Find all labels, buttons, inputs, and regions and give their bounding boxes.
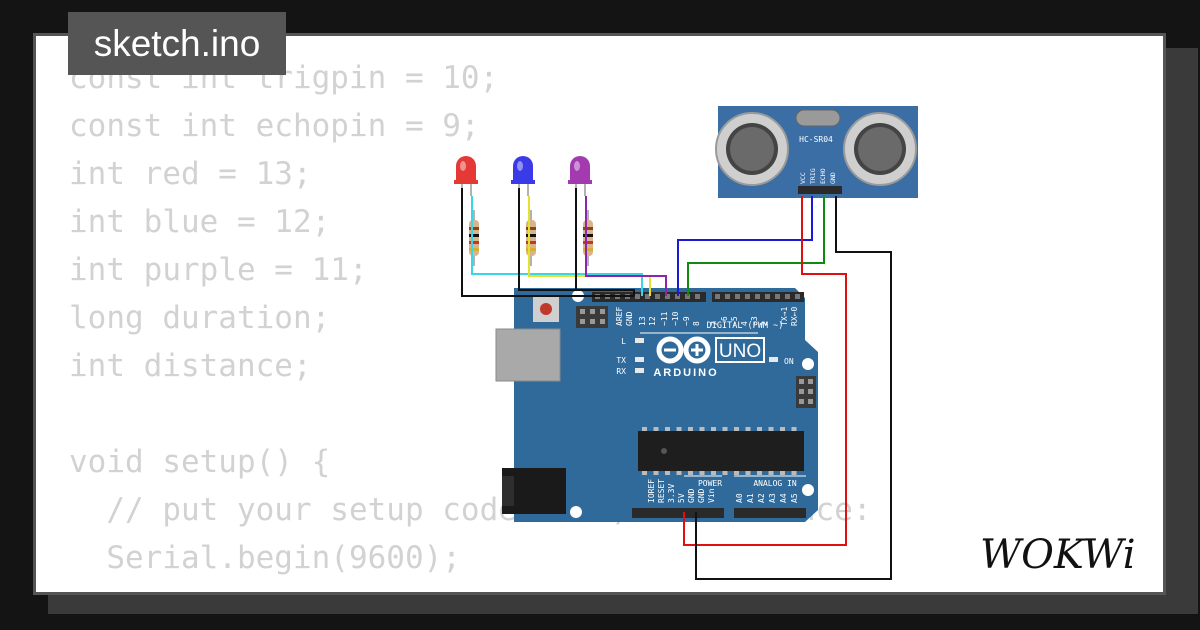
wokwi-logo-text: WOKWi bbox=[980, 532, 1136, 578]
code-line: int red = 13; bbox=[69, 156, 312, 192]
code-line: const int echopin = 9; bbox=[69, 108, 480, 144]
project-card[interactable]: const int trigpin = 10;const int echopin… bbox=[33, 33, 1166, 595]
code-line: Serial.begin(9600); bbox=[69, 540, 461, 576]
code-line bbox=[69, 390, 872, 438]
code-line: // put your setup code here, to run once… bbox=[69, 492, 872, 528]
code-line: void setup() { bbox=[69, 444, 331, 480]
code-preview: const int trigpin = 10;const int echopin… bbox=[69, 54, 872, 582]
file-tab-label: sketch.ino bbox=[93, 23, 261, 64]
code-line: int purple = 11; bbox=[69, 252, 368, 288]
code-line: int distance; bbox=[69, 348, 312, 384]
wokwi-logo: WOKWi bbox=[980, 532, 1136, 578]
code-line: int blue = 12; bbox=[69, 204, 331, 240]
code-line: long duration; bbox=[69, 300, 331, 336]
file-tab[interactable]: sketch.ino bbox=[68, 12, 286, 75]
